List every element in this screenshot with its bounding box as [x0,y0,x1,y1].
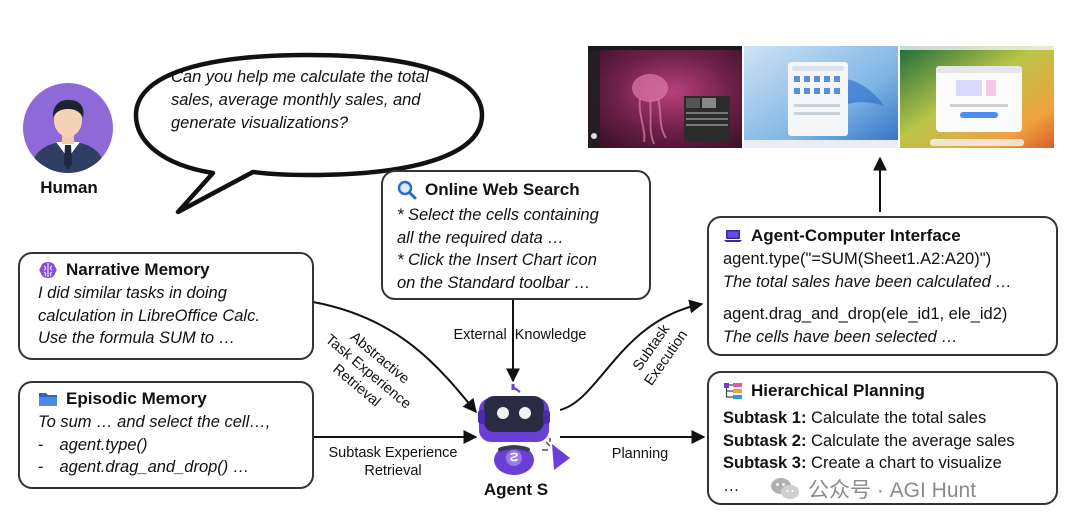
aci-code-line: agent.drag_and_drop(ele_id1, ele_id2) [723,305,1008,323]
episodic-line: To sum … and select the cell…, [38,413,271,431]
episodic-list-item: - agent.type() [38,434,294,457]
episodic-memory-box: Episodic Memory To sum … and select the … [18,381,314,489]
online-web-search-box: Online Web Search * Select the cells con… [381,170,651,300]
arrow-agent-to-aci [559,299,704,411]
subtask-line: Subtask 3: Create a chart to visualize [723,452,1042,475]
aci-header: Agent-Computer Interface [723,226,1042,246]
folder-icon [39,393,57,406]
subtask-label: Subtask 1: [723,409,807,427]
subtask-label: Subtask 2: [723,431,807,450]
narrative-line: calculation in LibreOffice Calc. [38,306,260,325]
ubuntu-desktop-screenshot [588,46,742,148]
list-text: agent.drag_and_drop() … [59,458,250,476]
subtask-line: Subtask 1: Calculate the total sales [723,407,1042,430]
edge-label-subtask-experience: Subtask Experience Retrieval [310,444,476,480]
watermark: 公众号 · AGI Hunt [770,474,976,504]
brain-icon [39,262,57,278]
search-line: all the required data … [397,228,564,247]
human-label: Human [40,178,98,197]
edge-label-planning: Planning [611,446,669,462]
agent-computer-interface-box: Agent-Computer Interface agent.type("=SU… [707,216,1058,356]
list-bullet: - [38,435,44,454]
online-web-search-title: Online Web Search [425,180,580,199]
agent-s-robot-icon [478,384,570,475]
subtask-line: Subtask 2: Calculate the average sales [723,430,1042,453]
laptop-icon [724,230,742,242]
windows-desktop-screenshot [744,46,898,148]
hierarchy-icon [724,383,742,399]
subtask-text: Calculate the average sales [806,431,1015,450]
subtask-more: … [723,476,740,495]
watermark-text: 公众号 · AGI Hunt [808,479,977,502]
speech-line: generate visualizations? [171,114,349,132]
planning-title: Hierarchical Planning [751,381,925,400]
subtask-text: Create a chart to visualize [806,454,1002,472]
online-web-search-header: Online Web Search [397,180,635,200]
search-line: * Click the Insert Chart icon [397,251,597,269]
episodic-memory-header: Episodic Memory [38,389,294,409]
aci-title: Agent-Computer Interface [751,226,961,245]
aci-note-line: The total sales have been calculated … [723,272,1012,291]
agent-s-label: Agent S [483,480,549,499]
hierarchical-planning-box: Hierarchical Planning Subtask 1: Calcula… [707,371,1058,505]
magnifier-icon [397,180,417,200]
planning-header: Hierarchical Planning [723,381,1042,401]
narrative-line: Use the formula SUM to … [38,329,236,347]
narrative-line: I did similar tasks in doing [38,284,227,302]
macos-desktop-screenshot [900,46,1054,148]
wechat-icon [771,478,799,499]
subtask-label: Subtask 3: [723,454,807,472]
human-avatar-icon [23,83,113,173]
edge-label-external-knowledge: External Knowledge [453,327,587,343]
subtask-text: Calculate the total sales [806,409,987,427]
episodic-list-item: - agent.drag_and_drop() … [38,456,294,479]
episodic-memory-title: Episodic Memory [66,389,207,408]
narrative-memory-box: Narrative Memory I did similar tasks in … [18,252,314,360]
arrow-narrative-to-agent [312,301,477,414]
speech-text: Can you help me calculate the total sale… [171,66,481,135]
search-line: * Select the cells containing [397,206,599,224]
aci-code-line: agent.type("=SUM(Sheet1.A2:A20)") [723,250,992,268]
speech-bubble-shape [133,52,485,215]
aci-note-line: The cells have been selected … [723,327,958,346]
list-text: agent.type() [59,435,148,454]
narrative-memory-header: Narrative Memory [38,260,294,280]
edge-label-line: Subtask Experience [328,445,458,461]
narrative-memory-title: Narrative Memory [66,260,210,279]
speech-line: Can you help me calculate the total [171,68,429,86]
search-line: on the Standard toolbar … [397,273,591,292]
speech-line: sales, average monthly sales, and [171,91,421,109]
list-bullet: - [38,458,44,476]
edge-label-line: Retrieval [364,463,422,479]
